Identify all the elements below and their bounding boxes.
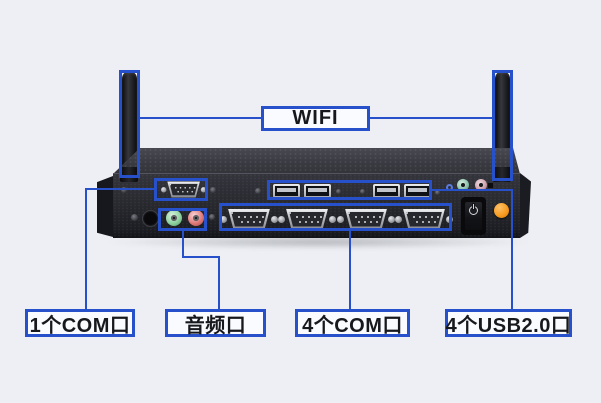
com4-label: 4个COM口 [302,314,403,337]
chassis-side-left [97,176,113,237]
db9-pins [406,211,408,214]
usb-slot [375,186,398,196]
wifi-line-right [370,117,492,119]
wifi-line-left [139,117,261,119]
wifi-callout: WIFI [261,106,370,131]
db9-face [406,211,442,227]
mini-connector-pink [475,179,487,191]
usb-tongue [377,188,396,192]
db9-face [231,211,267,227]
power-icon [469,204,478,215]
highlight-antenna-left [119,70,140,178]
jack-screw [271,215,278,223]
db9-face [169,183,198,196]
highlight-usb [267,180,432,200]
power-switch-key [465,202,482,230]
usb-slot [406,186,429,196]
db9-pins [169,183,172,186]
com1-label: 1个COM口 [29,314,131,337]
jack-screw [329,215,336,223]
usb-callout: 4个USB2.0口 [445,309,572,337]
panel-screw [336,189,341,194]
highlight-antenna-right [492,70,513,181]
usb-tongue [277,188,296,192]
com-port-3 [337,207,395,231]
audio-label: 音频口 [184,314,247,337]
wifi-antenna-left [122,71,137,177]
db9-shell [228,208,270,230]
usb-label: 4个USB2.0口 [445,314,572,337]
panel-cutout [488,183,493,188]
jack-screw [388,215,395,223]
highlight-com-single [154,178,208,201]
db9-pins [231,211,233,214]
jack-hole [193,215,199,221]
panel-hole [142,210,159,227]
highlight-com-row [219,203,452,231]
db9-face [348,211,384,227]
usb-port-2 [304,184,331,198]
panel-screw [121,187,127,193]
db9-shell [286,208,328,230]
device-shadow [104,235,532,249]
jack-screw [161,186,167,193]
db9-shell [167,181,200,198]
db9-shell [345,208,387,230]
usb-port-1 [273,184,300,198]
audio-callout: 音频口 [165,309,266,337]
usb-port-4 [404,184,431,198]
com-port-1 [220,207,278,231]
highlight-audio [158,208,207,231]
jack-screw [220,215,227,223]
com1-line-h [85,188,154,190]
db9-pins [289,211,291,214]
db9-pins [348,211,350,214]
chassis-side-right [520,173,531,238]
jack-screw [200,186,207,193]
usb-port-3 [373,184,400,198]
usb-line-h [432,189,513,191]
jack-screw [278,215,285,223]
mini-connector-green [457,179,469,191]
antenna-base-left [120,167,138,182]
audio-line-h [182,256,220,258]
usb-slot [306,186,329,196]
com4-callout: 4个COM口 [295,309,410,337]
com4-line-v [349,231,351,309]
jack-screw [395,215,402,223]
panel-screw [360,189,365,194]
panel-screw [209,214,215,220]
panel-screw [435,190,440,195]
power-switch [461,197,486,235]
audio-line-v1 [182,231,184,258]
audio-jack-mic-in [188,210,204,226]
panel-screw [210,187,216,193]
com-port-single [161,180,207,199]
com1-callout: 1个COM口 [25,309,135,337]
usb-slot [275,186,298,196]
orange-button [494,203,509,218]
wifi-label: WIFI [292,107,339,129]
audio-jack-line-out [166,210,182,226]
com1-line-v [85,188,87,309]
usb-line-v [511,189,513,309]
jack-screw [337,215,344,223]
usb-tongue [408,188,427,192]
db9-face [289,211,325,227]
audio-line-v2 [218,256,220,309]
jack-hole [171,215,177,221]
db9-shell [403,208,445,230]
panel-screw [255,188,261,194]
com-port-2 [278,207,336,231]
usb-tongue [308,188,327,192]
panel-screw [131,214,138,221]
chassis-top [113,148,520,174]
